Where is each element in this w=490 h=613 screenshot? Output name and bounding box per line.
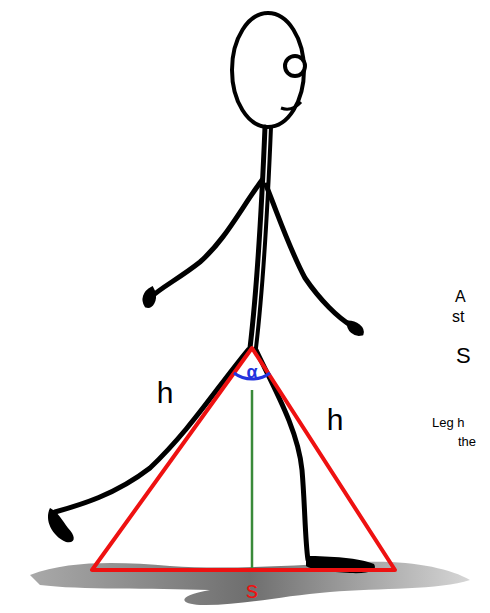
arm [150,180,262,298]
leg-triangle [92,348,395,570]
body [256,127,271,348]
height-line [251,390,254,568]
side-label: h [157,378,174,408]
arm [266,185,352,326]
leg [256,350,308,560]
note-text: A [455,289,466,305]
eye [285,56,305,76]
note-text: the [458,435,476,448]
smile [281,102,301,109]
note-text: st [452,309,464,325]
foot [48,508,74,542]
angle-label: α [246,363,257,381]
side-label: h [327,405,344,435]
note-text: Leg h [432,416,465,429]
hand [348,322,362,334]
head [232,13,304,127]
base-label: s [246,578,258,602]
hand [144,288,155,306]
note-text: S [456,345,471,367]
